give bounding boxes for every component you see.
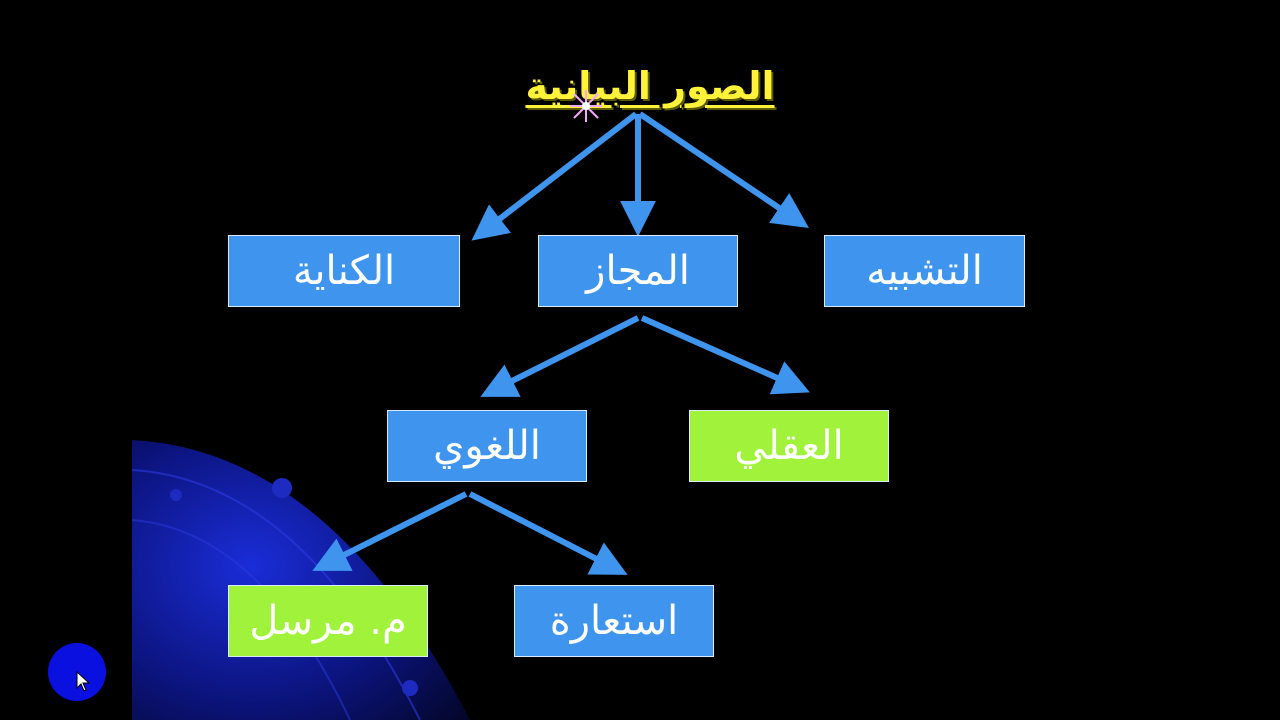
node-tashbih: التشبيه [824, 235, 1025, 307]
node-lughawi: اللغوي [387, 410, 587, 482]
arrow-title-to-kinaya [471, 111, 638, 241]
arrow-majaz-to-lughawi [480, 315, 640, 397]
node-mursal: م. مرسل [228, 585, 428, 657]
node-kinaya: الكناية [228, 235, 460, 307]
node-aqli: العقلي [689, 410, 889, 482]
node-istiara: استعارة [514, 585, 714, 657]
arrow-lughawi-to-istiara [468, 491, 628, 575]
sparkle-icon [570, 90, 602, 122]
diagram-title: الصور البيانية [525, 64, 775, 108]
arrow-majaz-to-aqli [640, 315, 810, 395]
arrow-title-to-tashbih [638, 111, 809, 229]
mouse-pointer-icon [76, 671, 91, 692]
node-majaz: المجاز [538, 235, 738, 307]
arrow-lughawi-to-mursal [312, 491, 468, 571]
